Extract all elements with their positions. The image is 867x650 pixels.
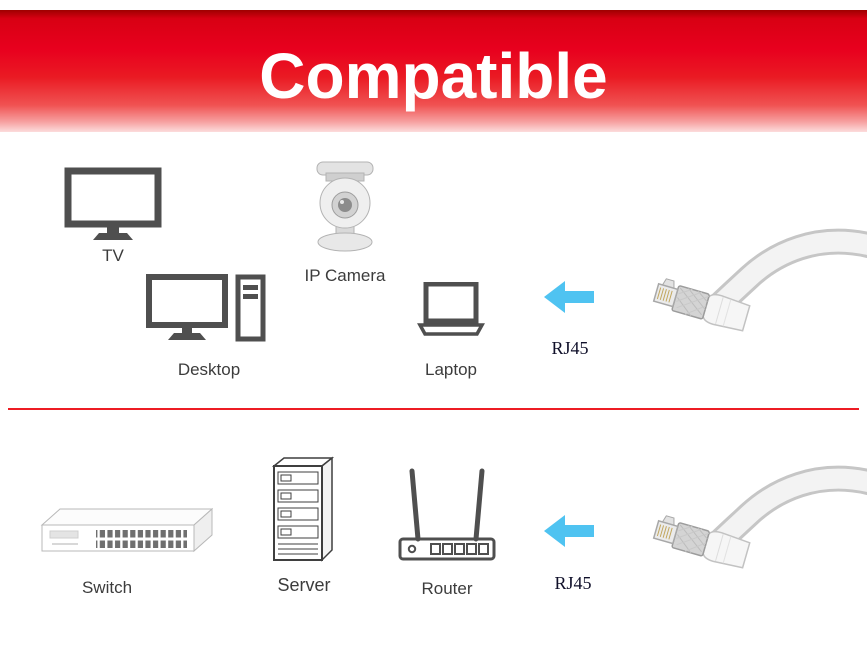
switch-label: Switch (81, 578, 133, 597)
server-icon (264, 456, 339, 571)
switch-icon (38, 497, 214, 572)
left-arrow-icon (544, 281, 594, 318)
laptop-label: Laptop (425, 360, 477, 379)
server-label: Server (277, 575, 331, 595)
router-icon (397, 457, 497, 567)
rj45-label-bottom: RJ45 (554, 573, 592, 593)
banner: Compatible (0, 10, 867, 132)
desktop-label: Desktop (177, 360, 241, 379)
patch-cable-image (618, 462, 867, 607)
ip-camera-label: IP Camera (304, 266, 386, 285)
patch-cable-image (618, 225, 867, 370)
ip-camera-icon (300, 160, 390, 260)
rj45-label-top: RJ45 (551, 338, 589, 358)
desktop-icon (146, 274, 268, 351)
left-arrow-icon (544, 515, 594, 552)
divider-line (8, 408, 859, 410)
tv-label: TV (102, 246, 124, 265)
laptop-icon (416, 281, 486, 347)
tv-icon (63, 167, 163, 250)
router-label: Router (421, 579, 473, 598)
banner-title: Compatible (259, 40, 608, 112)
